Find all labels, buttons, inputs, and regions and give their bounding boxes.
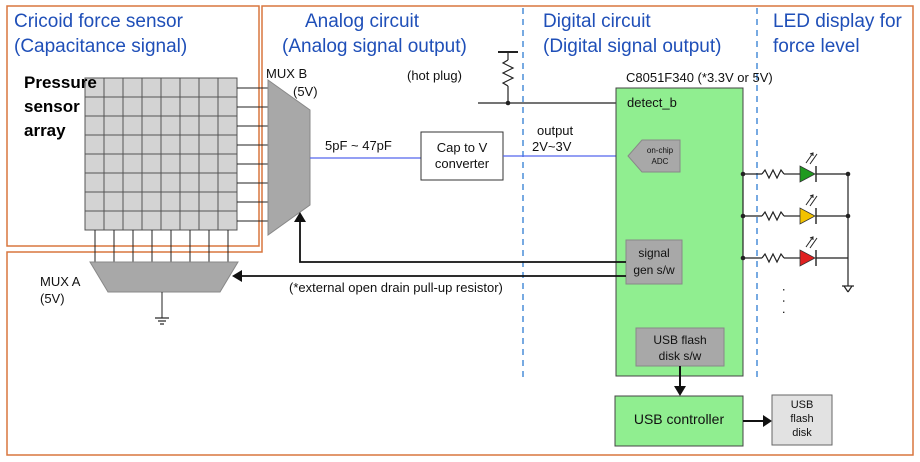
capacitance-range: 5pF ~ 47pF — [325, 138, 392, 153]
analog-title: Analog circuit — [305, 11, 420, 32]
flash-label-1: USB — [790, 399, 814, 411]
led-icon — [799, 207, 816, 225]
mux-b-control-wire — [299, 218, 626, 263]
adc-label-1: on-chip — [646, 146, 674, 155]
usb-controller-label: USB controller — [633, 411, 725, 427]
led-title-line1: LED display for — [773, 11, 902, 32]
siggen-label-1: signal — [638, 246, 670, 260]
flash-label-2: flash — [790, 413, 814, 425]
hot-plug-label: (hot plug) — [407, 68, 462, 83]
sensor-label-3: array — [24, 121, 66, 140]
more-leds: . . . — [780, 288, 795, 317]
usb-flash-disk — [771, 394, 833, 446]
led-icon — [799, 165, 816, 183]
led-title-line2: force level — [773, 36, 860, 57]
led-row — [743, 236, 848, 267]
siggen-label-2: gen s/w — [633, 263, 675, 277]
mux-b-block — [267, 79, 311, 236]
output-label: output — [537, 123, 574, 138]
usb-controller — [614, 395, 744, 447]
digital-title: Digital circuit — [543, 11, 651, 32]
mcu-name: C8051F340 (*3.3V or 5V) — [626, 70, 773, 85]
sensor-label-2: sensor — [24, 97, 80, 116]
usbsw-label-1: USB flash — [653, 333, 707, 347]
signal-gen-block — [625, 239, 683, 285]
usbsw-label-2: disk s/w — [658, 349, 702, 363]
mux-a-block — [89, 261, 239, 293]
pull-up-resistor — [501, 59, 515, 87]
converter-label-2: converter — [434, 156, 490, 171]
output-range: 2V~3V — [532, 139, 572, 154]
usb-flash-sw-block — [635, 327, 725, 367]
detect-label: detect_b — [627, 95, 677, 110]
mux-b-voltage: (5V) — [293, 84, 318, 99]
led-row — [743, 194, 851, 225]
pressure-sensor-array — [84, 77, 272, 262]
on-chip-adc — [627, 139, 681, 173]
digital-subtitle: (Digital signal output) — [543, 36, 722, 57]
cricoid-title: Cricoid force sensor — [14, 11, 183, 32]
analog-subtitle: (Analog signal output) — [282, 36, 467, 57]
sensor-label-1: Pressure — [24, 73, 97, 92]
adc-label-2: ADC — [651, 157, 669, 166]
led-display — [740, 152, 851, 267]
flash-label-3: disk — [792, 427, 812, 439]
cricoid-subtitle: (Capacitance signal) — [14, 36, 188, 57]
mux-b-label: MUX B — [266, 66, 308, 81]
mux-a-voltage: (5V) — [40, 291, 65, 306]
converter-label-1: Cap to V — [436, 140, 488, 155]
led-icon — [799, 249, 816, 267]
led-row — [743, 152, 851, 183]
circuit-section-border — [6, 5, 914, 456]
mux-a-label: MUX A — [40, 274, 81, 289]
pullup-note: (*external open drain pull-up resistor) — [289, 280, 503, 295]
cap-to-v-converter — [420, 131, 504, 181]
